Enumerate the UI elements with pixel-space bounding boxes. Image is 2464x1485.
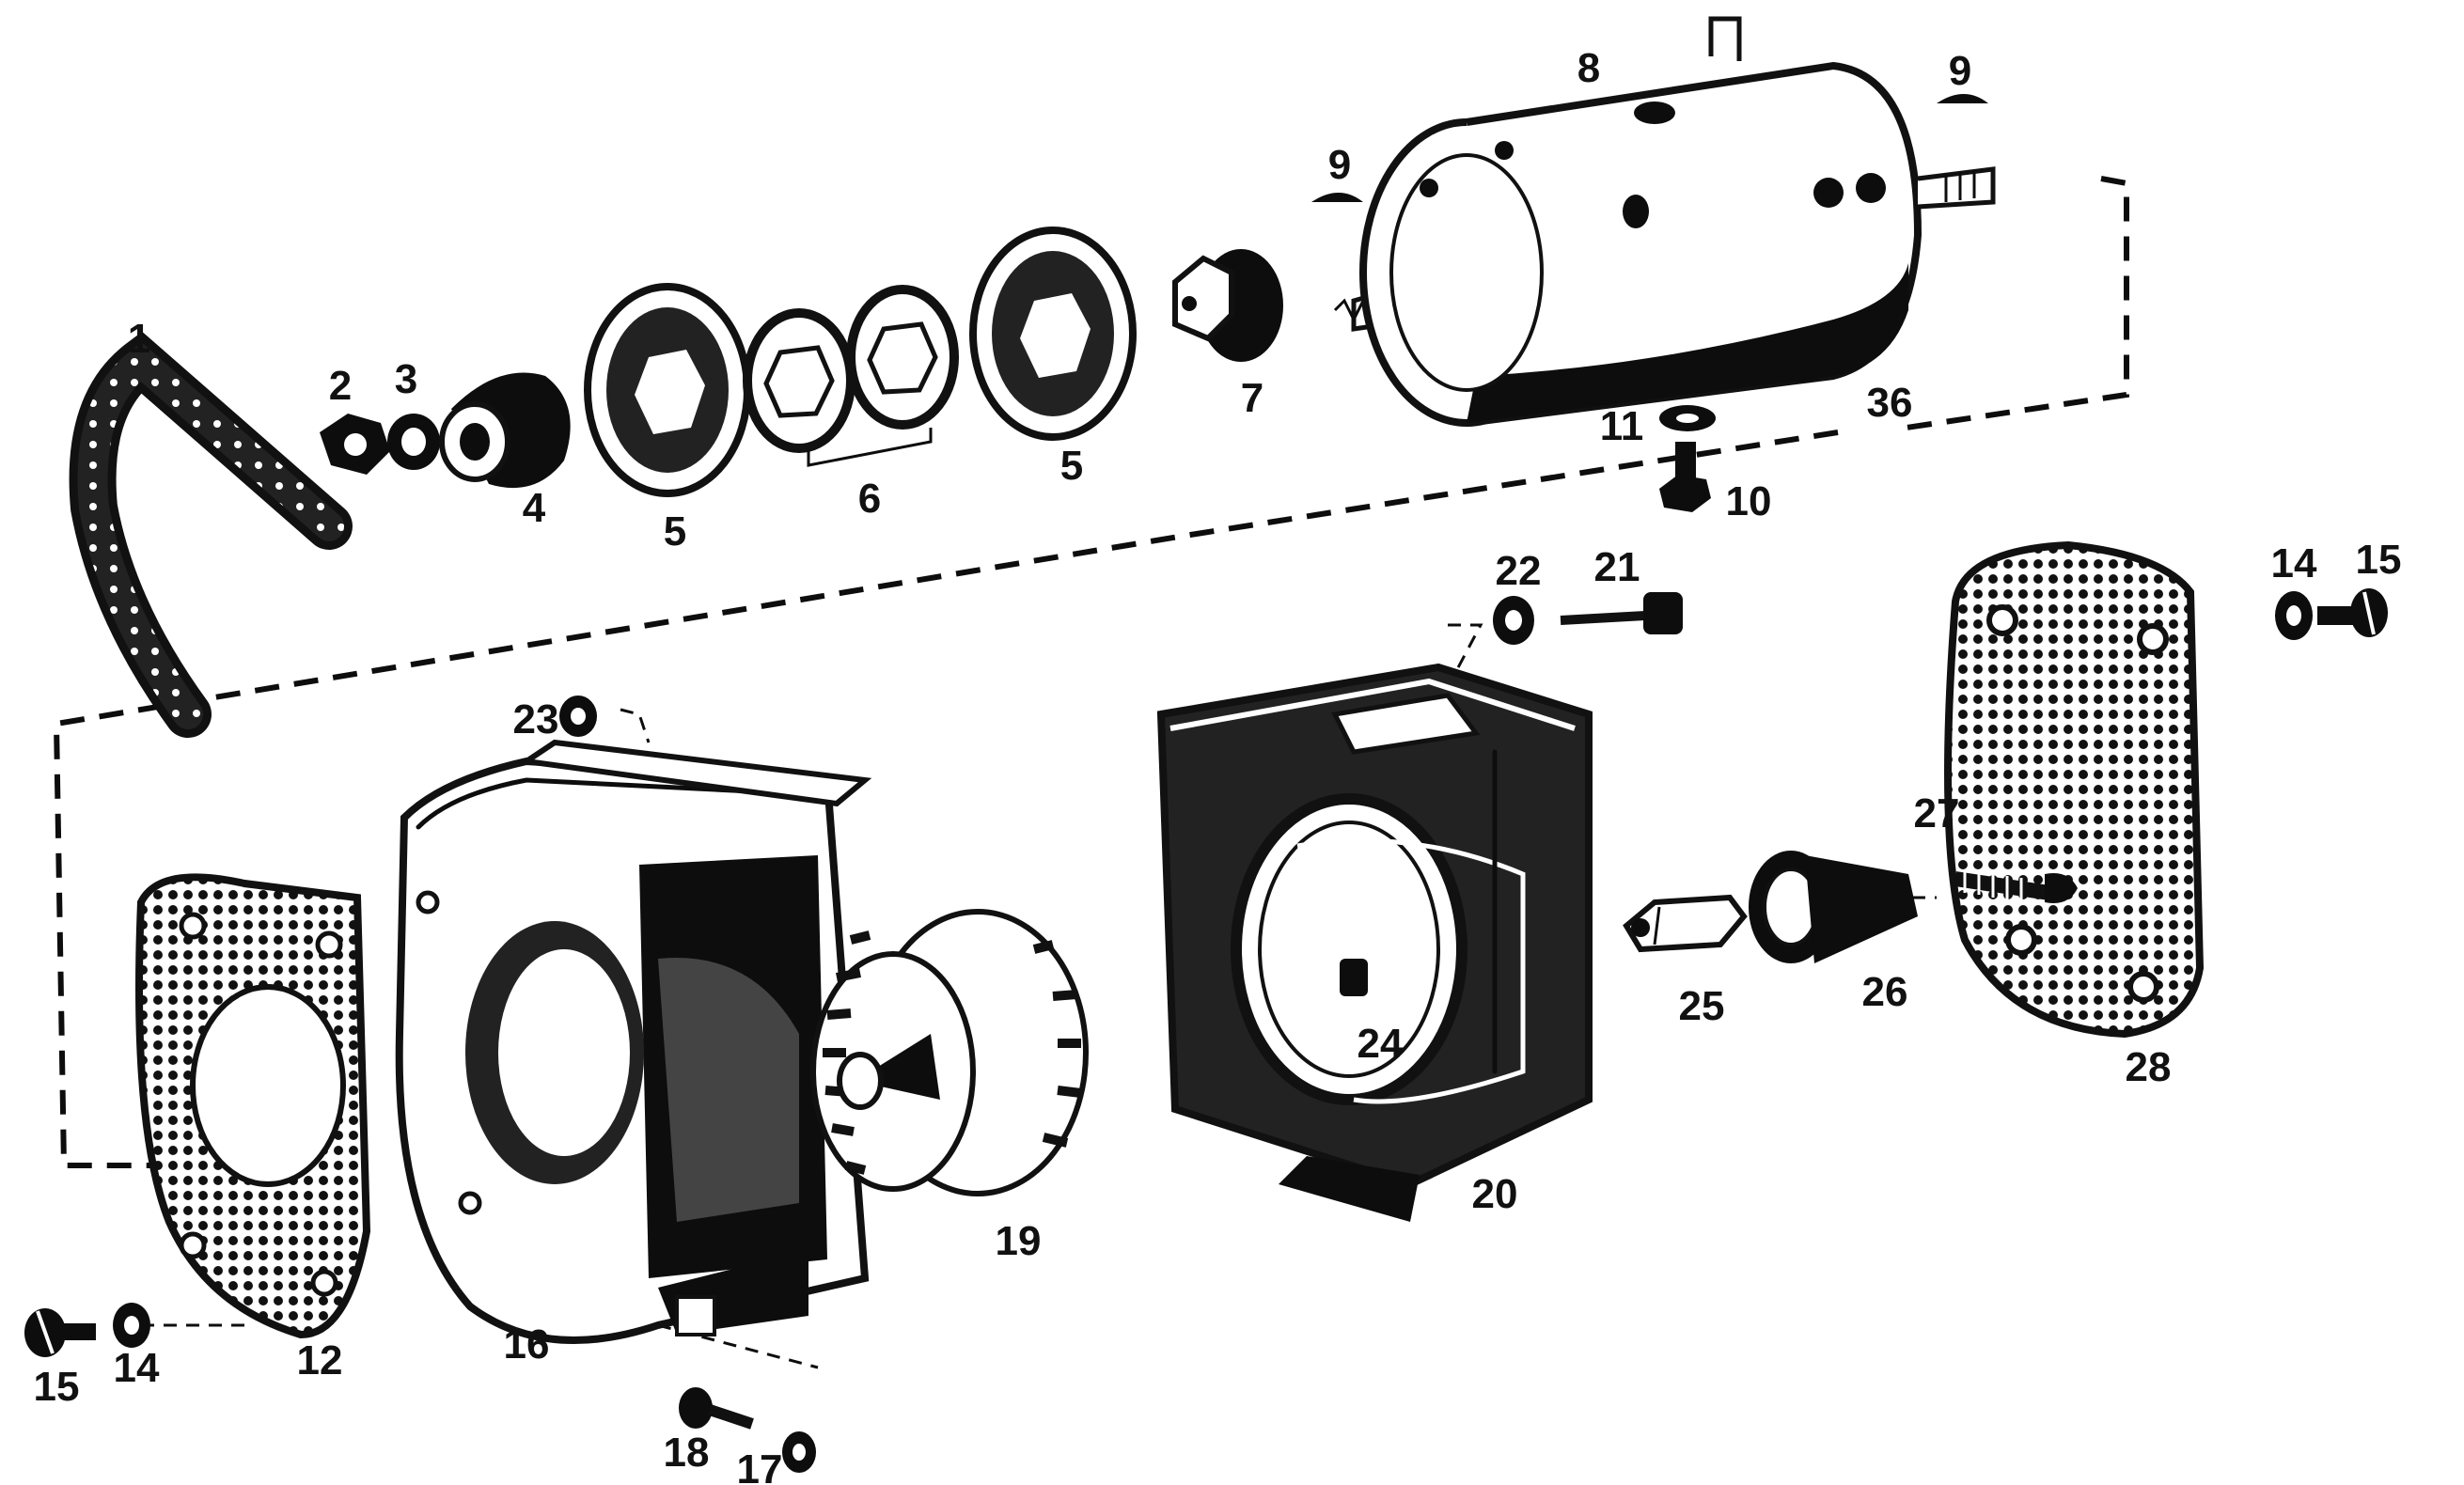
label-part-14b: 14 — [114, 1345, 160, 1391]
hub — [1172, 249, 1283, 362]
label-part-26: 26 — [1862, 969, 1908, 1015]
label-part-1: 1 — [128, 316, 150, 362]
label-part-25: 25 — [1679, 983, 1725, 1029]
washer-14-right — [2275, 591, 2313, 640]
spacer-rings — [743, 285, 959, 467]
label-part-8: 8 — [1577, 45, 1600, 91]
washer — [387, 414, 440, 470]
label-part-28: 28 — [2126, 1044, 2172, 1090]
part-number-labels: 1 2 3 4 5 6 5 7 8 9 9 36 11 10 22 21 14 … — [34, 45, 2402, 1485]
perforated-cover-left — [135, 873, 371, 1339]
screw-15-right — [2317, 588, 2388, 637]
label-part-22: 22 — [1496, 548, 1542, 594]
label-part-12: 12 — [297, 1337, 343, 1383]
label-part-10: 10 — [1726, 478, 1772, 524]
washer-small — [1659, 405, 1716, 431]
screw-21 — [1560, 592, 1683, 634]
nut — [320, 414, 390, 475]
label-part-15: 15 — [2356, 537, 2402, 583]
woodruff-key-left — [1311, 193, 1363, 202]
hex-spacer-25 — [1623, 894, 1748, 953]
label-part-19: 19 — [996, 1218, 1042, 1264]
washer-17 — [782, 1431, 816, 1473]
label-part-9: 9 — [1328, 142, 1351, 188]
label-part-16: 16 — [504, 1321, 550, 1368]
screw-18 — [679, 1387, 754, 1430]
label-part-11: 11 — [1600, 403, 1644, 449]
pulley-half-rear — [969, 227, 1137, 441]
nut-23 — [559, 696, 597, 737]
woodruff-key-right — [1937, 94, 1988, 103]
label-part-5b: 5 — [1060, 443, 1083, 489]
label-part-7: 7 — [1241, 375, 1263, 421]
fan-shroud-16 — [395, 739, 872, 1344]
chain-belt — [69, 331, 353, 738]
fan-wheel-19 — [810, 909, 1089, 1196]
label-part-14: 14 — [2271, 540, 2317, 586]
cone-26 — [1749, 851, 1918, 963]
label-part-17: 17 — [737, 1446, 783, 1485]
fan-housing-20 — [1156, 663, 1593, 1222]
nut-22 — [1493, 596, 1534, 645]
label-part-4: 4 — [523, 485, 546, 531]
screw-15-left — [24, 1308, 96, 1357]
pulley-half-front — [584, 283, 751, 497]
label-part-27: 27 — [1914, 790, 1960, 836]
label-part-36: 36 — [1867, 380, 1913, 426]
label-part-15b: 15 — [34, 1364, 80, 1410]
bolt-small — [1659, 442, 1711, 512]
label-part-18: 18 — [664, 1430, 710, 1476]
label-part-24: 24 — [1358, 1021, 1404, 1067]
label-part-21: 21 — [1594, 544, 1640, 590]
label-part-5: 5 — [664, 508, 686, 555]
washer-14-left — [113, 1303, 150, 1348]
label-part-6: 6 — [858, 476, 881, 522]
generator — [1333, 16, 1996, 427]
label-part-3: 3 — [395, 356, 417, 402]
label-part-23: 23 — [513, 696, 559, 742]
bushing — [439, 372, 571, 489]
label-part-2: 2 — [329, 363, 352, 409]
label-part-20: 20 — [1472, 1171, 1518, 1217]
label-part-9b: 9 — [1949, 48, 1971, 94]
screw-27 — [1954, 869, 2078, 903]
perforated-cover-right — [1944, 540, 2205, 1039]
